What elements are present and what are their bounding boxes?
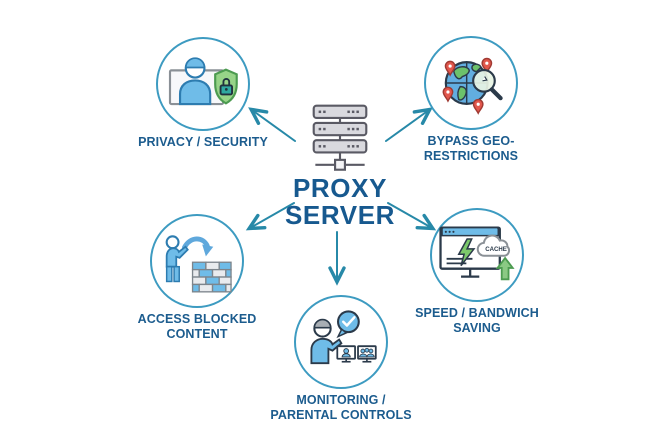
monitoring-circle <box>294 295 388 389</box>
child-screen-icon <box>336 344 356 363</box>
access-blocked-circle <box>150 214 244 308</box>
privacy-security-circle <box>156 37 250 131</box>
bypass-geo-label: BYPASS GEO- RESTRICTIONS <box>423 134 519 163</box>
globe-pins-magnifier-icon <box>442 57 503 115</box>
speed-saving-circle: CACHE <box>430 208 524 302</box>
jump-arrow-icon <box>182 236 214 256</box>
user-shield-lock-icon <box>168 57 238 106</box>
person-icon <box>165 234 189 282</box>
group-screen-icon <box>357 344 377 363</box>
map-pin-icon <box>442 57 493 115</box>
lock-icon <box>219 78 233 96</box>
privacy-security-label: PRIVACY / SECURITY <box>138 135 268 149</box>
server-stack-icon <box>312 104 368 171</box>
cache-badge: CACHE <box>485 246 507 253</box>
brick-wall-icon <box>191 261 232 293</box>
node-privacy-security: PRIVACY / SECURITY <box>113 37 293 150</box>
bypass-geo-circle <box>424 36 518 130</box>
up-arrow-icon <box>495 256 515 281</box>
shield-icon <box>214 68 238 105</box>
parent-screens-check-icon <box>310 309 377 364</box>
person-over-wall-icon <box>165 234 232 293</box>
title-line-1: PROXY <box>292 173 388 203</box>
browser-cache-bolt-icon: CACHE <box>439 226 515 281</box>
parent-person-icon <box>310 318 343 364</box>
lightning-bolt-icon <box>457 238 476 267</box>
diagram-title: PROXY SERVER <box>284 173 396 231</box>
magnifier-icon <box>472 68 503 101</box>
access-blocked-label: ACCESS BLOCKED CONTENT <box>137 312 257 341</box>
monitoring-label: MONITORING / PARENTAL CONTROLS <box>270 393 412 422</box>
node-monitoring-parental-controls: MONITORING / PARENTAL CONTROLS <box>251 295 431 423</box>
speed-saving-label: SPEED / BANDWICH SAVING <box>415 306 539 335</box>
cache-cloud-icon: CACHE <box>476 234 510 257</box>
center-proxy-server: PROXY SERVER <box>240 104 440 229</box>
check-bubble-icon <box>336 309 360 338</box>
node-bypass-geo-restrictions: BYPASS GEO- RESTRICTIONS <box>381 36 561 164</box>
title-line-2: SERVER <box>284 200 396 231</box>
node-speed-bandwich-saving: CACHE SPEED / BANDWICH SAVING <box>387 208 567 336</box>
node-access-blocked-content: ACCESS BLOCKED CONTENT <box>107 214 287 342</box>
